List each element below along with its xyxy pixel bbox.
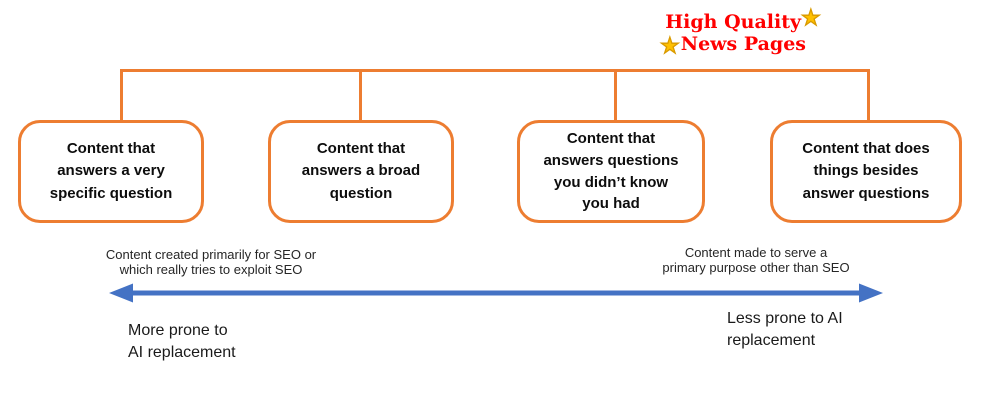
connector-drop-line	[867, 69, 870, 121]
connector-drop-line	[614, 69, 617, 121]
title-line-1-text: High Quality	[665, 11, 802, 33]
node-specific-question: Content that answers a very specific que…	[18, 120, 204, 223]
node-unknown-question: Content that answers questions you didn’…	[517, 120, 705, 223]
diagram-title: High Quality★ ★News Pages	[648, 7, 838, 58]
star-icon: ★	[801, 5, 821, 31]
node-besides-questions: Content that does things besides answer …	[770, 120, 962, 223]
pole-label-more-prone: More prone to AI replacement	[128, 322, 236, 362]
pole-label-less-prone: Less prone to AI replacement	[727, 310, 843, 350]
connector-drop-line	[120, 69, 123, 121]
title-line-2: ★News Pages	[638, 33, 828, 59]
node-broad-question: Content that answers a broad question	[268, 120, 454, 223]
connector-drop-line	[359, 69, 362, 121]
arrowhead-left-icon	[109, 283, 133, 303]
annotation-non-seo-content: Content made to serve a primary purpose …	[662, 245, 850, 276]
annotation-seo-content: Content created primarily for SEO or whi…	[105, 247, 317, 278]
connector-horizontal-line	[120, 69, 870, 72]
title-line-1: High Quality★	[648, 7, 838, 33]
double-arrow	[109, 283, 883, 303]
title-line-2-text: News Pages	[680, 33, 806, 55]
star-icon: ★	[659, 33, 680, 59]
arrowhead-right-icon	[859, 283, 883, 303]
